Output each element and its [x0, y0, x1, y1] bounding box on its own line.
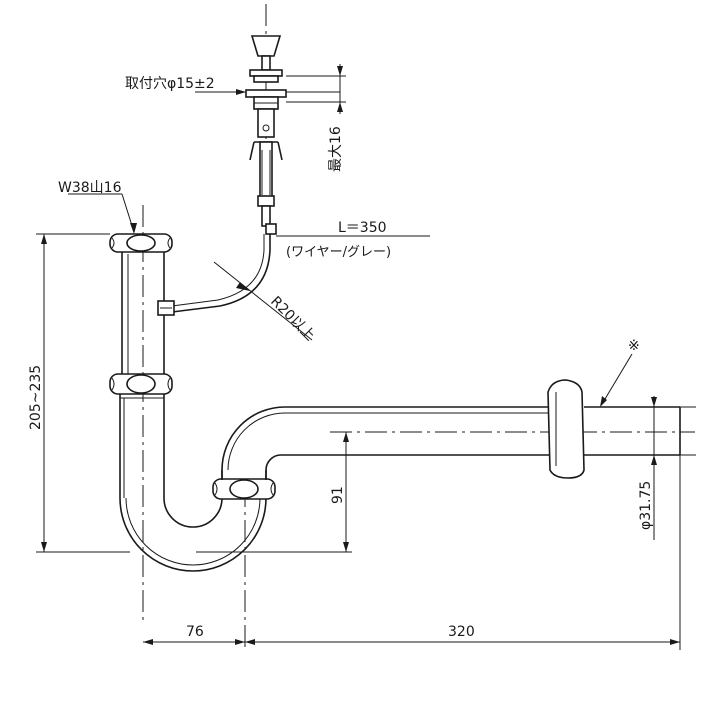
wire-length-label: L＝350 — [338, 220, 387, 236]
mounting-flange — [245, 89, 287, 138]
note-mark-label: ※ — [628, 338, 640, 354]
pop-up-knob — [249, 35, 283, 83]
control-wire-inner — [171, 234, 265, 307]
nut-spec-label: W38山16 — [58, 180, 122, 196]
bend-radius-label: R20以上 — [267, 294, 318, 345]
wire-entry-fitting — [157, 300, 175, 316]
top-slip-nut — [109, 233, 173, 253]
horizontal-pipe-end — [584, 406, 681, 456]
pipe-diameter-label: φ31.75 — [638, 481, 654, 530]
middle-slip-nut — [109, 373, 173, 395]
trap-slip-nut — [212, 478, 276, 500]
note-leader — [600, 353, 633, 407]
nut-spec-leader — [68, 193, 137, 234]
horizontal-length-dimension — [245, 455, 681, 650]
horizontal-length-label: 320 — [448, 624, 475, 640]
wall-flange — [547, 379, 585, 479]
bend-radius-leader — [213, 261, 313, 341]
outlet-bend — [221, 406, 556, 480]
horizontal-offset-dimension — [143, 639, 245, 645]
max-thickness-label: 最大16 — [328, 126, 344, 172]
horizontal-offset-label: 76 — [186, 624, 204, 640]
height-range-dimension — [36, 233, 130, 553]
height-range-label: 205~235 — [28, 365, 44, 430]
rod-clip — [249, 141, 283, 235]
trap-depth-label: 91 — [330, 486, 346, 504]
trap-depth-dimension — [196, 431, 352, 553]
mounting-hole-label: 取付穴φ15±2 — [125, 76, 215, 92]
control-wire — [171, 234, 271, 313]
wire-note-label: (ワイヤー/グレー) — [286, 245, 391, 260]
mounting-hole-dimension — [195, 64, 346, 114]
pipe-diameter-dimension — [651, 396, 696, 540]
